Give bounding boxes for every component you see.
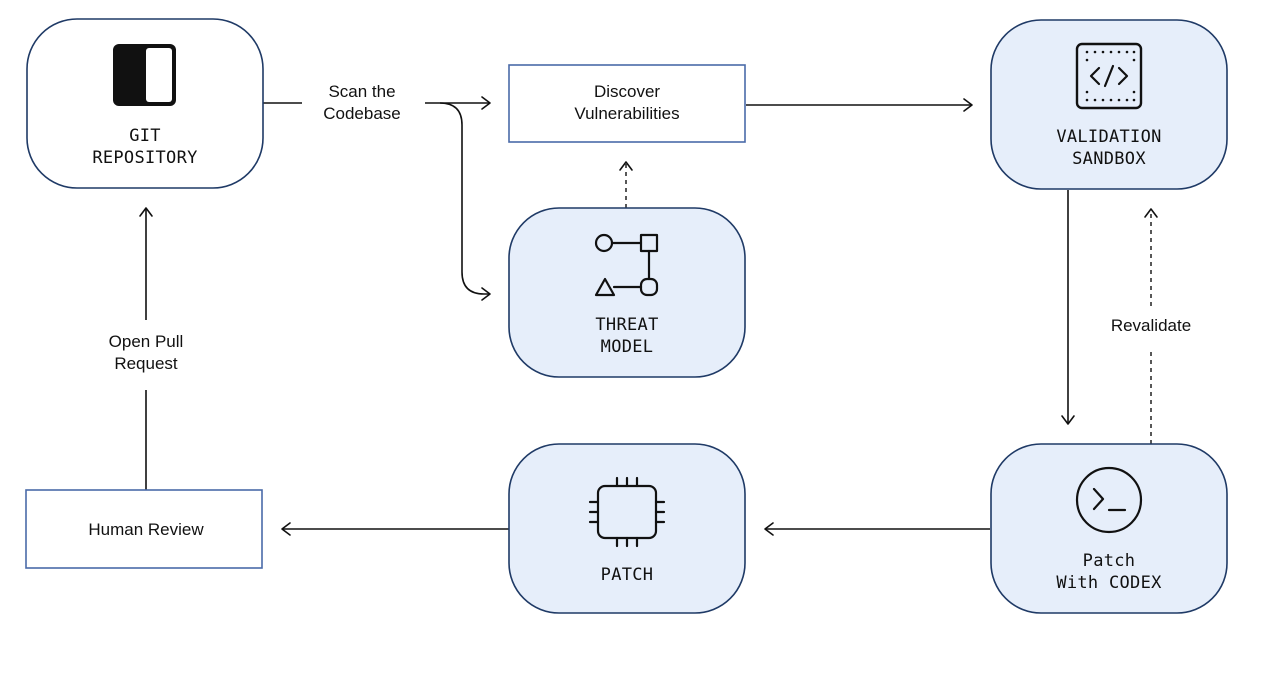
node-label: MODEL — [601, 337, 654, 357]
node-label: THREAT — [595, 315, 658, 335]
flow-shapes-icon — [594, 233, 659, 297]
node-label: Patch — [1083, 551, 1136, 571]
code-sandbox-icon — [1075, 42, 1143, 110]
node-discover-vulnerabilities[interactable]: Discover Vulnerabilities — [508, 64, 746, 143]
node-label: SANDBOX — [1072, 149, 1146, 169]
chip-icon — [588, 476, 666, 548]
edge-label-scan-codebase: Scan the Codebase — [323, 82, 401, 123]
arrowhead — [1144, 208, 1158, 218]
node-git-repository[interactable]: GIT REPOSITORY — [26, 18, 264, 189]
svg-text:Codebase: Codebase — [323, 104, 401, 123]
node-patch[interactable]: PATCH — [508, 443, 746, 614]
node-threat-model-box — [508, 207, 746, 378]
repository-icon — [113, 44, 176, 106]
arrowhead — [481, 287, 491, 301]
node-label: Vulnerabilities — [574, 104, 679, 123]
edge-label-revalidate: Revalidate — [1111, 316, 1191, 335]
node-discover-box — [508, 64, 746, 143]
node-label: Human Review — [88, 520, 204, 539]
svg-text:Open Pull: Open Pull — [109, 332, 184, 351]
node-validation-sandbox[interactable]: VALIDATION SANDBOX — [990, 19, 1228, 190]
node-label: GIT — [129, 126, 161, 146]
node-human-review[interactable]: Human Review — [25, 489, 263, 569]
svg-text:Scan the: Scan the — [328, 82, 395, 101]
svg-text:Revalidate: Revalidate — [1111, 316, 1191, 335]
edge-scan-to-threat-model — [439, 102, 490, 295]
node-patch-box — [508, 443, 746, 614]
svg-text:Request: Request — [114, 354, 178, 373]
arrowhead — [481, 96, 491, 110]
node-human-review-box — [25, 489, 263, 569]
node-label: PATCH — [601, 565, 654, 585]
arrowhead — [281, 522, 291, 536]
node-codex-box — [990, 443, 1228, 614]
node-threat-model[interactable]: THREAT MODEL — [508, 207, 746, 378]
edge-label-open-pull-request: Open Pull Request — [109, 332, 184, 373]
node-label: With CODEX — [1056, 573, 1162, 593]
arrowhead — [764, 522, 774, 536]
arrowhead — [963, 98, 973, 112]
node-label: VALIDATION — [1056, 127, 1161, 147]
node-sandbox-box — [990, 19, 1228, 190]
node-label: Discover — [594, 82, 660, 101]
arrowhead — [139, 207, 153, 217]
node-patch-with-codex[interactable]: Patch With CODEX — [990, 443, 1228, 614]
node-label: REPOSITORY — [92, 148, 197, 168]
arrowhead — [619, 161, 633, 171]
terminal-icon — [1075, 466, 1143, 534]
arrowhead — [1061, 415, 1075, 425]
